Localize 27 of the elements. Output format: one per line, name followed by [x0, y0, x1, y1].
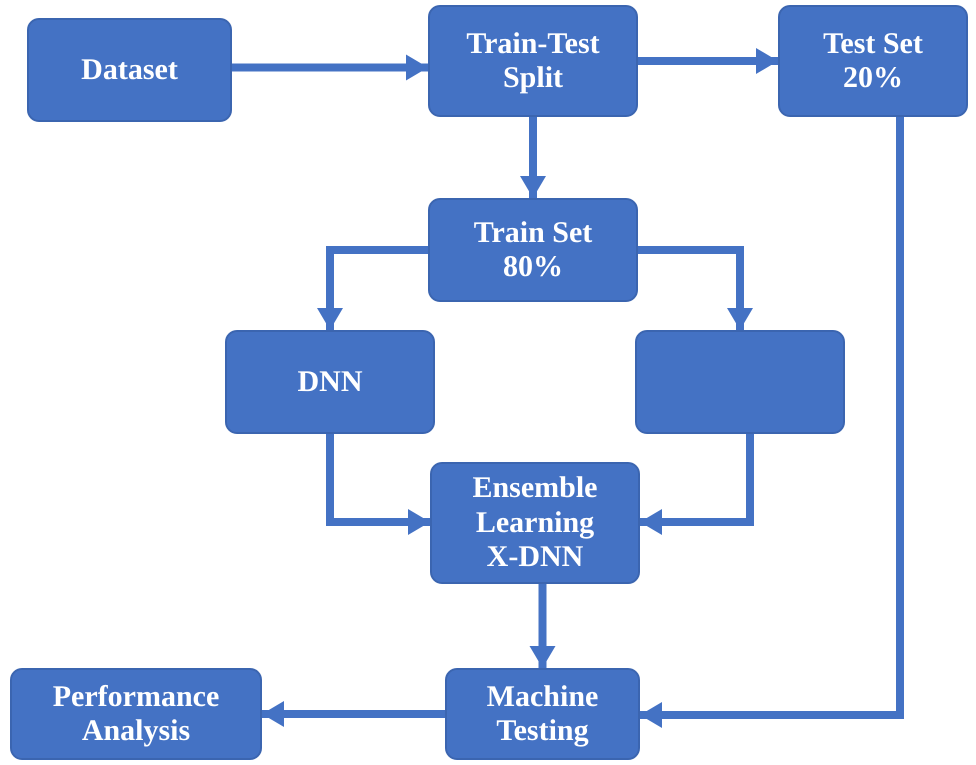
process-box [428, 5, 638, 117]
process-box [445, 668, 640, 760]
box-label: Train-Test Split [465, 26, 601, 96]
process-box [778, 5, 968, 117]
process-box [10, 668, 262, 760]
box-label: Ensemble Learning X-DNN [471, 471, 598, 575]
process-box [428, 198, 638, 302]
process-box [27, 18, 232, 122]
process-box [635, 330, 845, 434]
arrow [317, 246, 428, 330]
arrow [638, 48, 778, 74]
arrow [638, 246, 753, 330]
arrow [530, 584, 556, 668]
arrow [232, 54, 428, 80]
box-label: Test Set 20% [822, 26, 924, 96]
arrow [640, 434, 754, 535]
box-label: Dataset [81, 52, 178, 88]
box-label: DNN [298, 364, 362, 400]
process-box [225, 330, 435, 434]
arrow [262, 701, 445, 727]
arrow [640, 117, 904, 728]
box-label: Machine Testing [486, 680, 600, 748]
arrow [520, 117, 546, 198]
box-label: Performance Analysis [52, 680, 220, 748]
box-label: Train Set 80% [472, 216, 594, 284]
arrow [326, 434, 430, 535]
process-box [430, 462, 640, 584]
